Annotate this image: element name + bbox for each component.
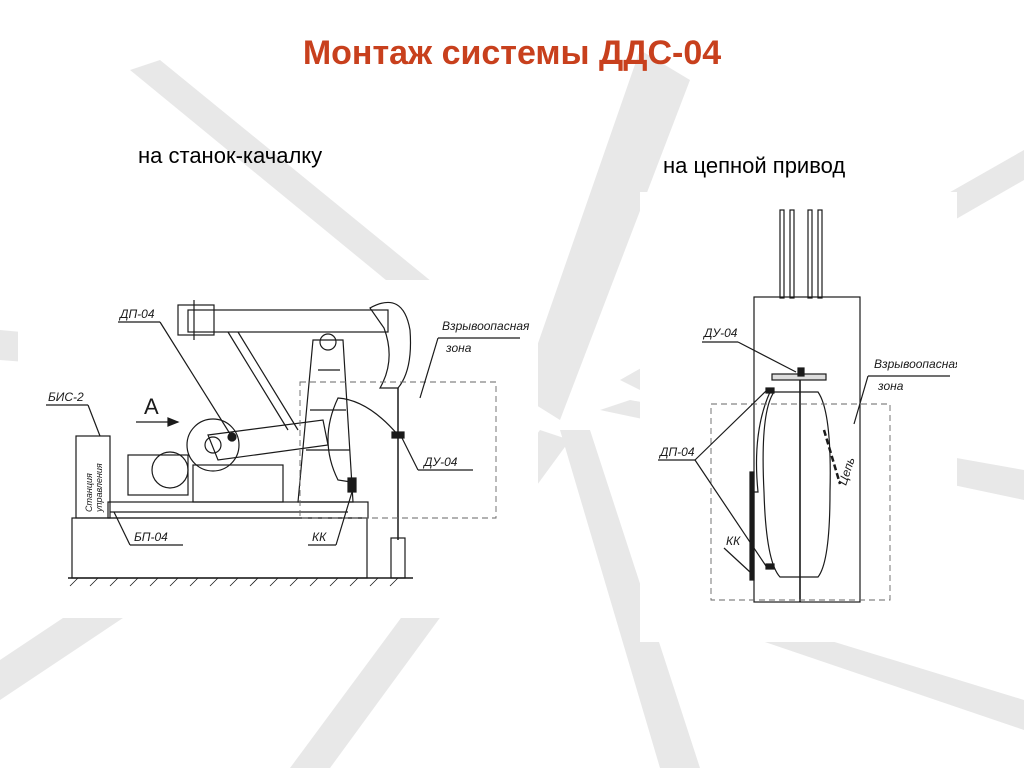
crank-arm (207, 419, 329, 461)
du-sensor (797, 367, 805, 377)
pumping-unit-drawing: Станция управления (46, 300, 530, 587)
saddle-bearing (319, 333, 337, 351)
svg-text:управления: управления (94, 463, 104, 513)
control-station-label: Станция управления (84, 463, 104, 513)
kk-box (749, 471, 755, 581)
pumping-unit-diagram-panel: Станция управления (18, 280, 538, 618)
sensor-cable (751, 391, 771, 577)
label-kk: КК (312, 530, 327, 544)
chain-dash (822, 429, 842, 485)
label-du-04: ДУ-04 (702, 326, 738, 340)
top-rods (779, 209, 823, 299)
right-diagram-caption: на цепной привод (663, 153, 846, 178)
label-arrow-a: А (144, 394, 159, 419)
drive-tower (753, 296, 861, 603)
ground-hatching (69, 577, 399, 587)
label-kk: КК (726, 534, 741, 548)
samson-post (297, 339, 354, 503)
label-dp-04: ДП-04 (658, 445, 695, 459)
chain-drive-diagram-panel: ДУ-04 Взрывоопасная зона ДП-04 КК Цепь (640, 192, 962, 642)
motor (127, 454, 189, 496)
dp-sensor-bottom (765, 563, 775, 570)
hazardous-zone-boundary (299, 381, 497, 519)
sensor-cable (327, 397, 399, 483)
counterweight-end (177, 304, 215, 336)
label-bp-04: БП-04 (134, 530, 168, 544)
control-station-box (75, 435, 111, 519)
label-dp-04: ДП-04 (118, 307, 155, 321)
walking-beam (187, 309, 389, 333)
label-zone-2: зона (877, 379, 904, 393)
pitman-rod (227, 331, 289, 431)
base-frame (107, 501, 369, 519)
label-zone: Взрывоопасная (874, 357, 957, 371)
label-zone: Взрывоопасная (442, 319, 530, 333)
svg-text:Станция: Станция (84, 473, 94, 512)
foundation-block (71, 517, 368, 579)
chain-drive-drawing: ДУ-04 Взрывоопасная зона ДП-04 КК Цепь (658, 209, 962, 603)
gearbox (192, 464, 284, 503)
page-title: Монтаж системы ДДС-04 (302, 34, 722, 72)
hazardous-zone-boundary (710, 403, 891, 601)
kk-box (347, 477, 357, 493)
motor-pulley (151, 451, 189, 489)
drive-chain (762, 391, 831, 578)
label-zone-2: зона (445, 341, 472, 355)
label-bis-2: БИС-2 (48, 390, 84, 404)
left-diagram-caption: на станок-качалку (138, 143, 323, 168)
label-du-04: ДУ-04 (422, 455, 458, 469)
crank-wheel (186, 418, 240, 472)
horsehead (369, 301, 412, 389)
label-chain: Цепь (836, 455, 858, 487)
wellhead (390, 537, 406, 579)
